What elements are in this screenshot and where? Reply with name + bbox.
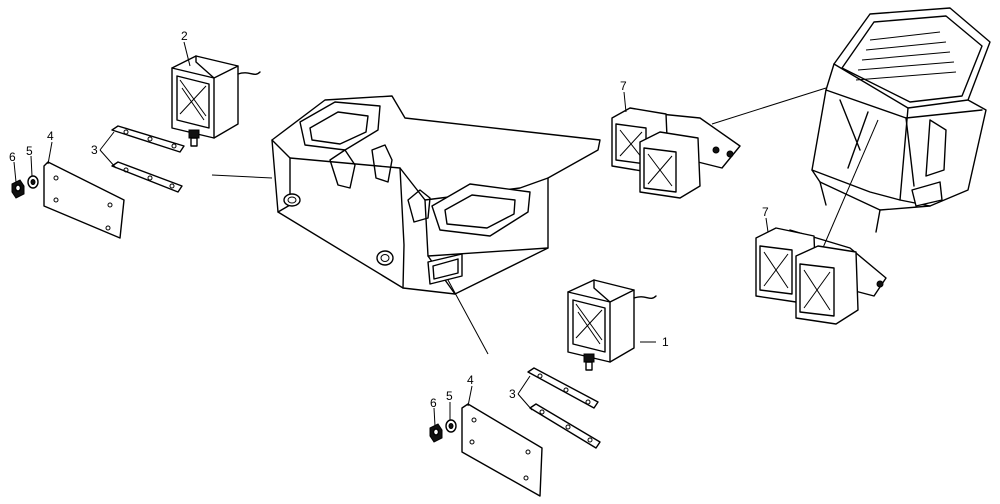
callout-1: 1 bbox=[662, 335, 669, 349]
washer-5-bottom bbox=[445, 419, 457, 433]
callout-7-lower: 7 bbox=[762, 205, 769, 219]
mounting-strips-top bbox=[111, 125, 185, 193]
mounting-plate-top bbox=[43, 161, 125, 239]
operator-cab bbox=[811, 7, 991, 233]
callout-6-top: 6 bbox=[9, 150, 16, 164]
work-lamp-pair-7-lower bbox=[755, 227, 887, 325]
callout-5-bottom: 5 bbox=[446, 389, 453, 403]
work-lamp-2 bbox=[171, 55, 261, 147]
callout-4-top: 4 bbox=[47, 129, 54, 143]
callout-leaders bbox=[13, 41, 769, 427]
mounting-plate-bottom bbox=[461, 403, 543, 497]
nut-6-bottom bbox=[429, 423, 443, 443]
callout-4-bottom: 4 bbox=[467, 373, 474, 387]
callout-6-bottom: 6 bbox=[430, 396, 437, 410]
washer-5-top bbox=[27, 175, 39, 189]
callout-2: 2 bbox=[181, 29, 188, 43]
callout-7-upper: 7 bbox=[620, 79, 627, 93]
work-lamp-1 bbox=[567, 279, 657, 371]
callout-3-bottom: 3 bbox=[509, 387, 516, 401]
nut-6-top bbox=[11, 179, 25, 199]
chassis-frame bbox=[271, 95, 601, 295]
mounting-strips-bottom bbox=[527, 367, 601, 449]
leader-line bbox=[447, 279, 489, 355]
callout-3-top: 3 bbox=[91, 143, 98, 157]
leader-line bbox=[211, 174, 273, 179]
callout-5-top: 5 bbox=[26, 144, 33, 158]
leader-line bbox=[711, 87, 827, 125]
leader-line bbox=[821, 119, 879, 251]
work-lamp-pair-7-upper bbox=[611, 107, 741, 199]
